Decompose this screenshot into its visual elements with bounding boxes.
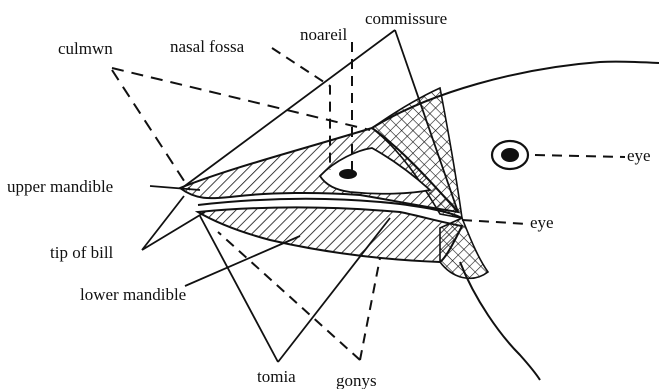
label-culmen: culmwn — [58, 40, 113, 57]
leader-tip-of-bill — [142, 196, 205, 250]
lower-mandible — [198, 208, 462, 263]
label-eye-mid: eye — [530, 214, 554, 231]
label-tomia: tomia — [257, 368, 296, 385]
nostril — [339, 169, 357, 179]
label-nasal-fossa: nasal fossa — [170, 38, 244, 55]
label-commissure: commissure — [365, 10, 447, 27]
leader-gonys-2 — [360, 258, 380, 360]
label-eye-top: eye — [627, 147, 651, 164]
label-gonys: gonys — [336, 372, 377, 389]
label-lower-mandible: lower mandible — [80, 286, 186, 303]
leader-eye-mid — [462, 220, 528, 224]
leader-lower-mandible — [185, 236, 300, 286]
leader-culmen-2 — [112, 70, 190, 190]
throat-outline — [460, 262, 540, 380]
eye-pupil — [501, 148, 519, 162]
label-tip-of-bill: tip of bill — [50, 244, 113, 261]
leader-eye-top — [535, 155, 625, 157]
label-nostril: noareil — [300, 26, 347, 43]
label-upper-mandible: upper mandible — [7, 178, 113, 195]
